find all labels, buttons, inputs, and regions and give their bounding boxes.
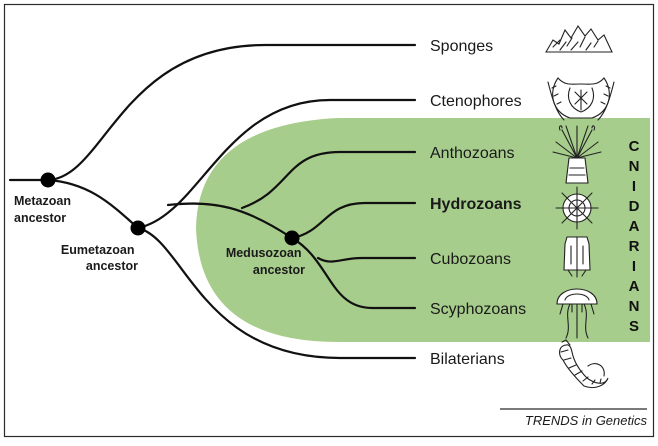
metazoan-ancestor-node (41, 173, 56, 188)
taxon-label-bilaterians: Bilaterians (430, 351, 505, 368)
group-letter: I (632, 178, 636, 195)
medusozoan-ancestor-node (285, 231, 300, 246)
credit-text: TRENDS in Genetics (525, 413, 648, 428)
group-letter: A (629, 218, 640, 235)
group-letter: C (629, 138, 640, 155)
group-letter: I (632, 258, 636, 275)
group-letter: S (629, 318, 639, 335)
group-letter: N (629, 298, 640, 315)
taxon-label-hydrozoans: Hydrozoans (430, 196, 522, 213)
group-letter: R (629, 238, 640, 255)
group-letter: A (629, 278, 640, 295)
taxon-label-sponges: Sponges (430, 38, 493, 55)
taxon-label-scyphozoans: Scyphozoans (430, 301, 526, 318)
taxon-label-ctenophores: Ctenophores (430, 93, 522, 110)
eumetazoan-ancestor-node (131, 221, 146, 236)
taxon-label-anthozoans: Anthozoans (430, 145, 515, 162)
group-letter: N (629, 158, 640, 175)
taxon-label-cubozoans: Cubozoans (430, 251, 511, 268)
group-letter: D (629, 198, 640, 215)
hydromedusa-icon (556, 187, 598, 229)
